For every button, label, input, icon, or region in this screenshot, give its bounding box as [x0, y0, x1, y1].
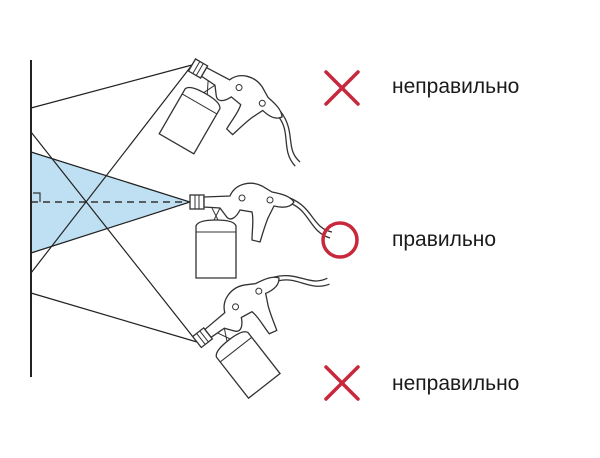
cross-icon [324, 365, 360, 401]
spray-gun-middle [189, 182, 333, 279]
top-spray-line [30, 64, 193, 109]
circle-icon [321, 221, 359, 259]
right-angle-mark [33, 192, 41, 202]
label-incorrect-top: неправильно [392, 75, 520, 98]
spray-gun-top [153, 48, 326, 203]
bottom-spray-line [30, 131, 198, 343]
top-spray-line [30, 64, 193, 274]
label-correct: правильно [392, 228, 497, 251]
label-incorrect-bottom: неправильно [392, 372, 520, 395]
bottom-spray-line [30, 292, 198, 343]
cross-icon [324, 70, 360, 106]
